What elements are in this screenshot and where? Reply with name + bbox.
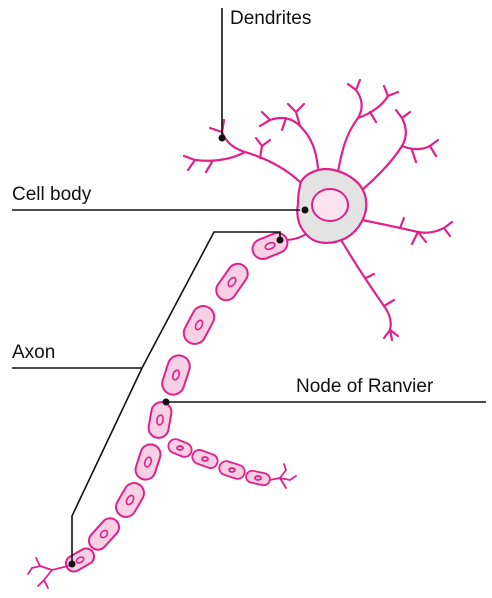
label-node-of-ranvier: Node of Ranvier (296, 376, 434, 397)
axon-pointer-bottom (69, 561, 76, 568)
label-axon: Axon (12, 342, 55, 363)
axon-terminal (28, 558, 68, 588)
label-dendrites: Dendrites (230, 8, 311, 29)
axon-collateral (166, 437, 296, 488)
node-of-ranvier-pointer (163, 399, 170, 406)
axon-pointer-top (277, 237, 284, 244)
dendrites-pointer (219, 135, 226, 142)
nucleus (312, 189, 348, 221)
cell-body-pointer (302, 207, 309, 214)
neuron (28, 80, 452, 588)
label-cell-body: Cell body (12, 184, 92, 205)
